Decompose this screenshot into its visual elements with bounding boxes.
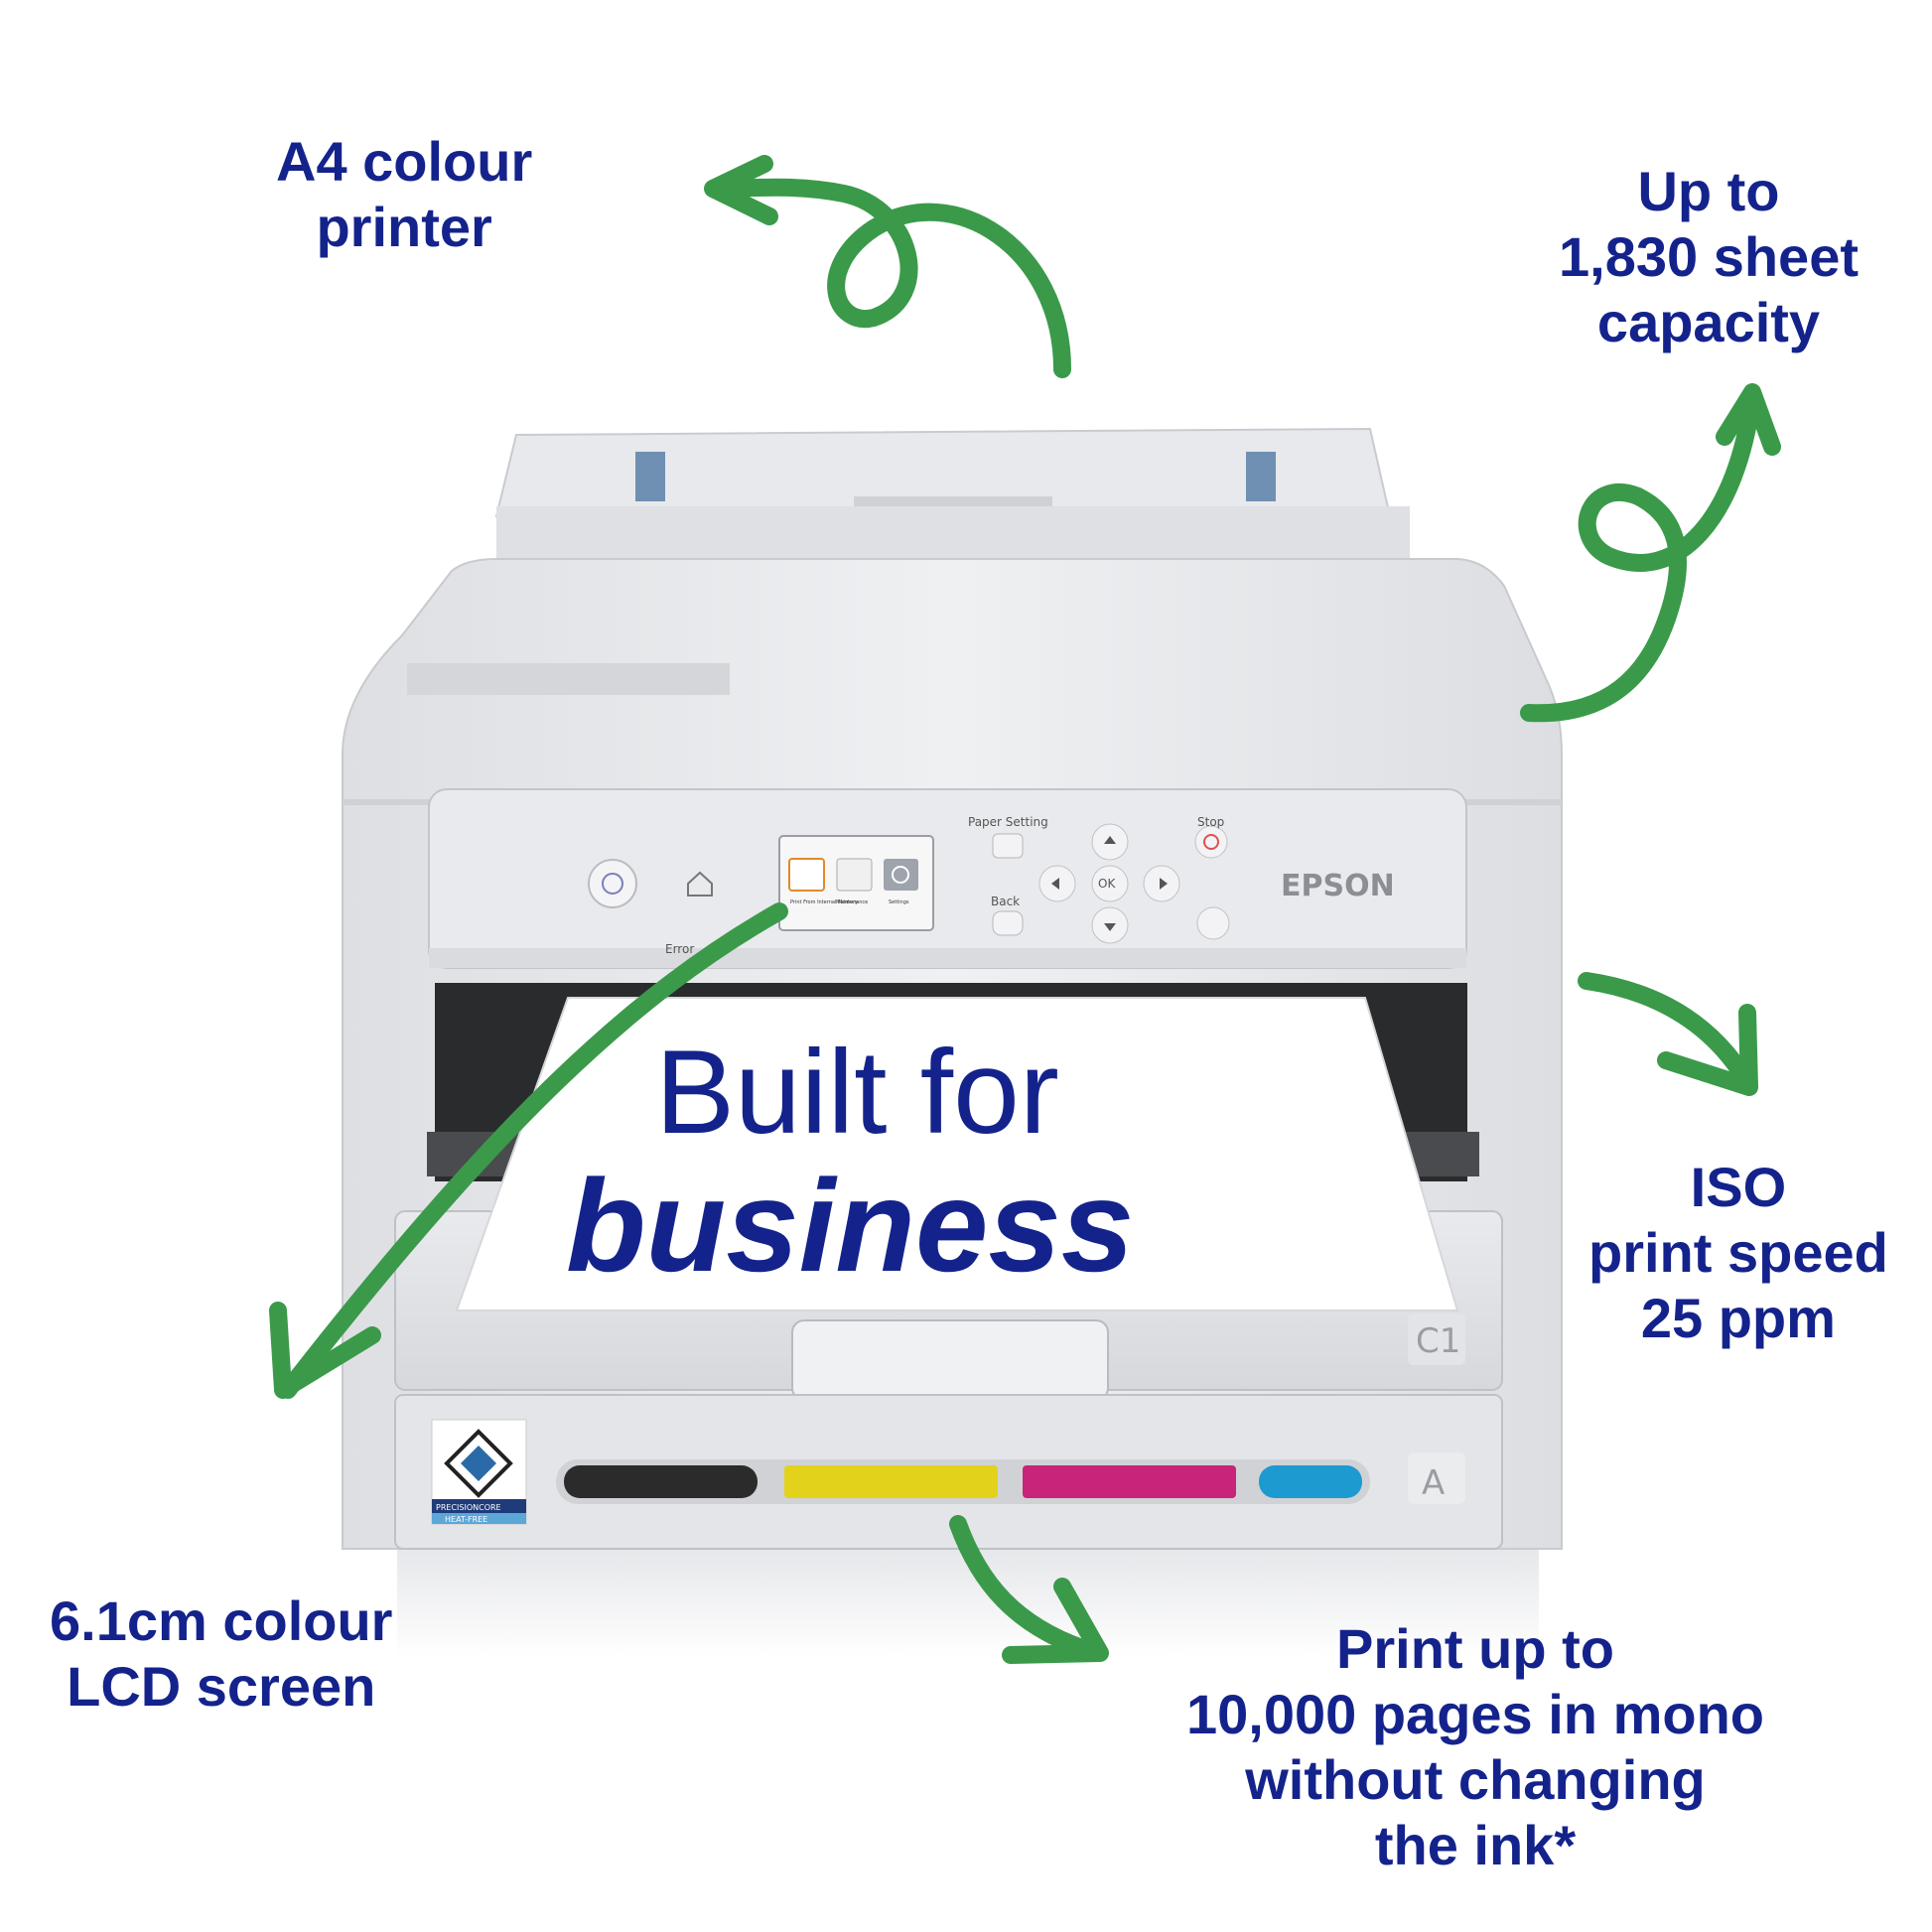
feature-ink-line2: 10,000 pages in mono <box>1186 1683 1764 1745</box>
ink-cyan <box>1259 1465 1362 1498</box>
feature-ink-line1: Print up to <box>1336 1617 1614 1680</box>
badge-top-text: PRECISIONCORE <box>436 1503 501 1512</box>
feature-lcd-line1: 6.1cm colour <box>50 1589 393 1652</box>
ink-magenta <box>1023 1465 1236 1498</box>
paper-headline-line2: business <box>566 1153 1135 1299</box>
feature-a4-line2: printer <box>316 196 492 258</box>
lcd-item-1: Print From Internal Memory <box>790 899 858 905</box>
feature-capacity-line2: 1,830 sheet <box>1559 225 1859 288</box>
feature-ink-pages: Print up to 10,000 pages in mono without… <box>1186 1616 1764 1878</box>
arrow-a4 <box>706 178 1071 378</box>
feature-ink-line3: without changing <box>1245 1748 1706 1811</box>
back-label: Back <box>991 895 1020 908</box>
lcd-item-3: Settings <box>889 899 909 905</box>
ink-yellow <box>784 1465 998 1498</box>
feature-a4-colour-printer: A4 colour printer <box>276 129 532 260</box>
paper-setting-label: Paper Setting <box>968 815 1048 829</box>
tray-a-label: A <box>1422 1463 1445 1503</box>
paper-headline-line1: Built for <box>655 1026 1059 1159</box>
feature-a4-line1: A4 colour <box>276 130 533 193</box>
arrow-ink <box>949 1515 1106 1662</box>
feature-iso-line3: 25 ppm <box>1640 1287 1836 1349</box>
paper-sheet <box>455 997 1459 1311</box>
ok-label: OK <box>1098 877 1116 891</box>
arrow-iso <box>1578 972 1756 1091</box>
error-label: Error <box>665 942 694 956</box>
badge-bottom-text: HEAT-FREE <box>445 1515 487 1524</box>
home-icon <box>687 871 713 897</box>
feature-lcd-line2: LCD screen <box>67 1655 376 1718</box>
power-button <box>588 859 637 908</box>
feature-sheet-capacity: Up to 1,830 sheet capacity <box>1559 159 1859 355</box>
feature-iso-line1: ISO <box>1690 1156 1787 1218</box>
feature-capacity-line3: capacity <box>1596 291 1821 353</box>
arrow-lcd <box>279 902 788 1399</box>
feature-ink-line4: the ink* <box>1374 1814 1577 1876</box>
brand-logo: EPSON <box>1281 869 1395 903</box>
lcd-item-2: Maintenance <box>836 899 868 905</box>
feature-capacity-line1: Up to <box>1637 160 1780 222</box>
cassette-handle <box>791 1319 1109 1401</box>
ink-black <box>564 1465 758 1498</box>
stop-label: Stop <box>1197 815 1224 829</box>
tray-c1-label: C1 <box>1416 1321 1460 1361</box>
arrow-capacity <box>1520 388 1761 723</box>
feature-iso-speed: ISO print speed 25 ppm <box>1588 1155 1888 1351</box>
stop-button <box>1194 825 1228 859</box>
feature-iso-line2: print speed <box>1588 1221 1888 1284</box>
feature-lcd-screen: 6.1cm colour LCD screen <box>50 1588 392 1720</box>
